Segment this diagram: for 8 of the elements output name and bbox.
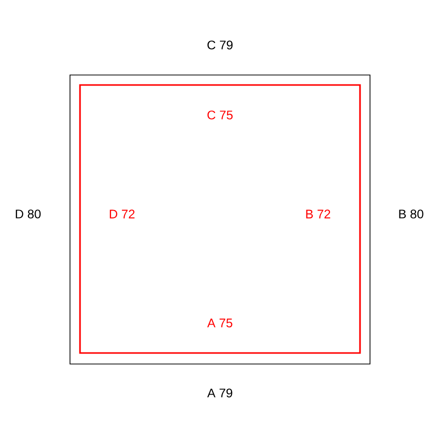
side-label: C 75 [207,110,233,120]
side-label: A 75 [207,318,232,328]
side-label: D 72 [110,210,134,218]
side-label: D 80 [16,210,41,218]
side-label: B 72 [306,210,330,218]
side-label: A 79 [207,388,232,398]
side-label: C 79 [207,40,233,50]
side-label: B 80 [399,210,424,218]
